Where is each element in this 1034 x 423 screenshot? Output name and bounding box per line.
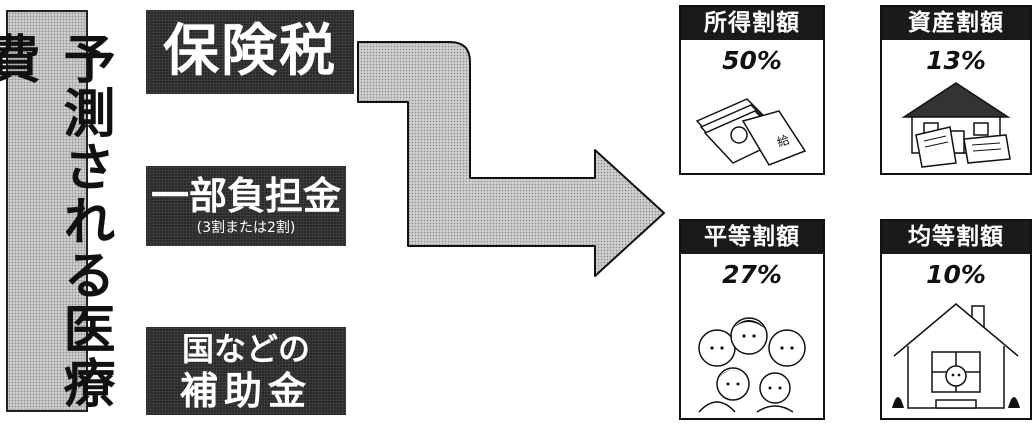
card-title: 均等割額 xyxy=(882,221,1030,254)
card-percentage: 27% xyxy=(722,260,782,289)
per-household-share-card: 平等割額 27% xyxy=(679,219,825,420)
per-capita-share-card: 均等割額 10% xyxy=(880,219,1032,420)
family-group-icon xyxy=(698,317,806,413)
house-documents-icon xyxy=(901,82,1011,168)
card-title: 平等割額 xyxy=(681,221,823,254)
card-percentage: 13% xyxy=(926,46,986,75)
card-percentage: 50% xyxy=(722,46,782,75)
asset-share-card: 資産割額 13% xyxy=(880,5,1032,175)
svg-text:給: 給 xyxy=(775,133,791,150)
copay-note: (3割または2割) xyxy=(196,220,296,236)
card-title: 所得割額 xyxy=(681,7,823,40)
money-envelope-icon: 給 xyxy=(695,98,807,166)
vertical-title: 予測される医療費 xyxy=(0,32,114,410)
copay-block: 一部負担金 (3割または2割) xyxy=(146,166,346,246)
vertical-title-box: 予測される医療費 xyxy=(0,10,114,412)
income-share-card: 所得割額 50% 給 xyxy=(679,5,825,175)
home-window-icon xyxy=(892,303,1020,409)
insurance-tax-label: 保険税 xyxy=(163,19,337,84)
card-percentage: 10% xyxy=(926,260,986,289)
subsidy-block: 国などの 補助金 xyxy=(146,327,346,415)
flow-arrow-shape xyxy=(357,41,665,277)
subsidy-label-line1: 国などの xyxy=(181,330,310,368)
insurance-tax-block: 保険税 xyxy=(146,10,354,94)
subsidy-label-line2: 補助金 xyxy=(179,369,312,413)
card-title: 資産割額 xyxy=(882,7,1030,40)
copay-label: 一部負担金 xyxy=(150,174,341,218)
